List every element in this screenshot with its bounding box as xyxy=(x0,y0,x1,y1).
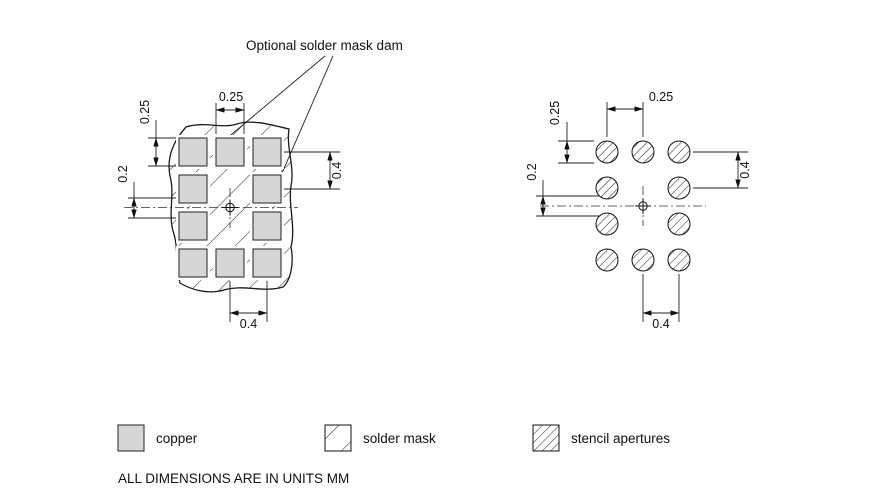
copper-pad xyxy=(215,248,245,278)
stencil-aperture xyxy=(595,140,619,164)
legend-label: copper xyxy=(156,431,198,446)
legend-solder-mask: solder mask xyxy=(324,424,436,452)
copper-pad xyxy=(252,137,282,167)
dimension: 0.25 xyxy=(215,90,245,134)
copper-pad xyxy=(215,137,245,167)
solder-mask-dam-label: Optional solder mask dam xyxy=(246,38,403,53)
stencil-aperture xyxy=(595,176,619,200)
copper-pad xyxy=(178,211,208,241)
units-note: ALL DIMENSIONS ARE IN UNITS MM xyxy=(118,471,349,486)
dimension: 0.25 xyxy=(138,100,176,167)
dimension-label: 0.25 xyxy=(219,90,243,104)
dimension-label: 0.25 xyxy=(548,101,562,125)
dimension: 0.25 xyxy=(606,90,673,137)
legend: copper solder mask stencil apertures xyxy=(117,424,670,452)
stencil-apertures-swatch xyxy=(532,424,560,452)
legend-label: solder mask xyxy=(363,431,436,446)
copper-pad xyxy=(178,174,208,204)
dimension: 0.4 xyxy=(229,281,268,331)
copper-pad xyxy=(252,174,282,204)
dimension: 0.4 xyxy=(284,151,344,190)
stencil-aperture xyxy=(667,248,691,272)
copper-pads xyxy=(178,137,282,278)
copper-pad xyxy=(252,248,282,278)
copper-pad xyxy=(252,211,282,241)
figure-copper-layout: 0.25 0.25 0.2 0.4 0.4 xyxy=(116,90,344,331)
dimension-label: 0.25 xyxy=(649,90,673,104)
stencil-aperture xyxy=(667,140,691,164)
copper-swatch xyxy=(117,424,145,452)
stencil-aperture xyxy=(667,212,691,236)
dimension: 0.2 xyxy=(525,163,600,217)
legend-stencil-apertures: stencil apertures xyxy=(532,424,670,452)
dimension-label: 0.4 xyxy=(240,317,257,331)
dimension: 0.25 xyxy=(548,101,594,164)
stencil-apertures xyxy=(595,140,691,272)
dimension: 0.2 xyxy=(116,165,176,219)
legend-copper: copper xyxy=(117,424,198,452)
center-mark-icon xyxy=(222,199,238,216)
copper-pad xyxy=(178,137,208,167)
stencil-aperture xyxy=(595,212,619,236)
dimension-label: 0.4 xyxy=(652,317,669,331)
dimension-label: 0.4 xyxy=(330,162,344,179)
dimension-label: 0.4 xyxy=(738,161,752,178)
center-mark-icon xyxy=(635,198,651,214)
figure-stencil-layout: 0.25 0.25 0.2 0.4 0.4 xyxy=(525,90,752,331)
copper-pad xyxy=(178,248,208,278)
dimension-label: 0.2 xyxy=(525,163,539,180)
dimension: 0.4 xyxy=(693,151,752,189)
stencil-aperture xyxy=(631,248,655,272)
dimension-label: 0.25 xyxy=(138,100,152,124)
dimension: 0.4 xyxy=(642,274,680,331)
stencil-aperture xyxy=(595,248,619,272)
stencil-aperture xyxy=(631,140,655,164)
legend-label: stencil apertures xyxy=(571,431,670,446)
solder-mask-swatch xyxy=(324,424,352,452)
stencil-aperture xyxy=(667,176,691,200)
dimension-label: 0.2 xyxy=(116,165,130,182)
